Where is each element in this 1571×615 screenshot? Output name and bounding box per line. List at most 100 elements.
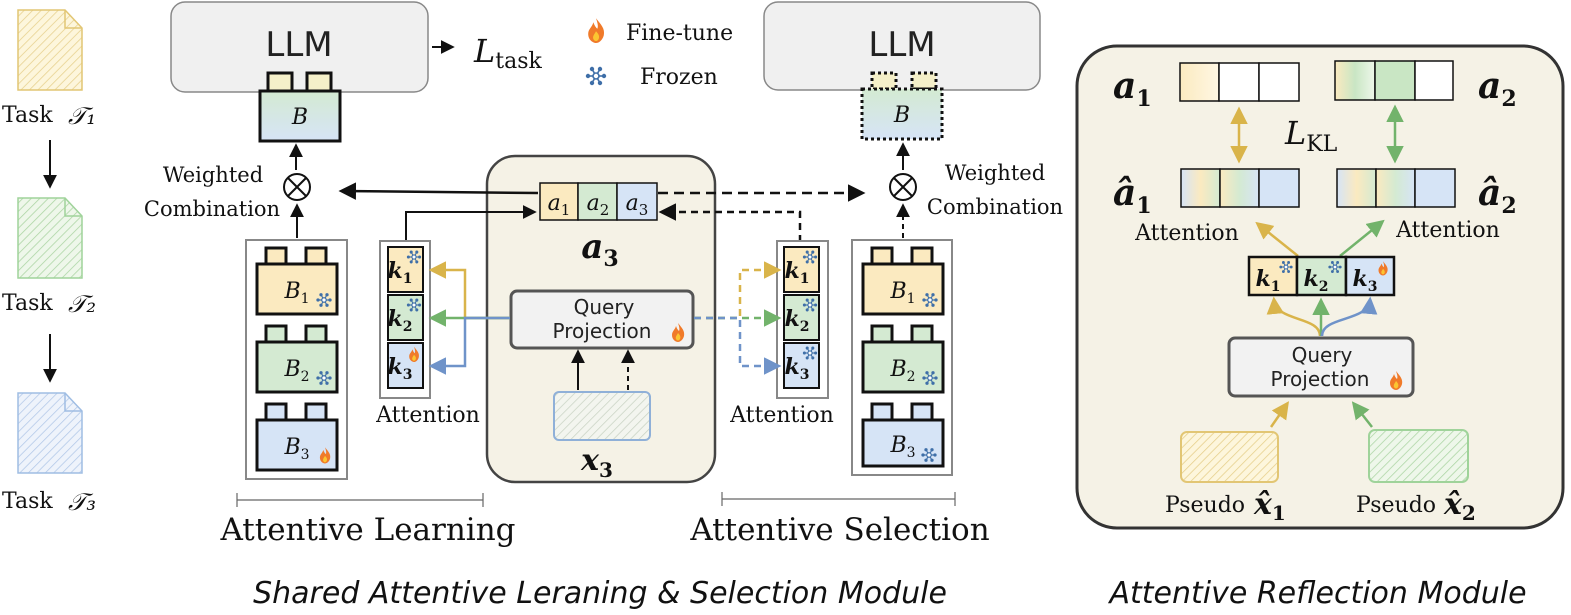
attention-label-reflect-1: Attention bbox=[1134, 221, 1239, 246]
task-doc-icon bbox=[17, 197, 83, 279]
a-cell-label: a2 bbox=[587, 191, 610, 219]
qp-to-k3-arrow bbox=[1320, 296, 1378, 337]
active-adapter-left: B bbox=[258, 71, 342, 143]
task-sequence: Task 𝒯₁ Task 𝒯₂ Task 𝒯₃ bbox=[2, 9, 96, 516]
a-to-combine-left bbox=[338, 182, 539, 200]
key-label: k1 bbox=[785, 258, 810, 287]
legend-frozen: Frozen bbox=[640, 65, 718, 90]
combination-label-left: Combination bbox=[144, 197, 280, 221]
key-cell bbox=[387, 246, 424, 293]
pseudo-label-1: Pseudo bbox=[1165, 493, 1245, 518]
ahat2-label: â2 bbox=[1478, 172, 1517, 219]
attentive-learning-label: Attentive Learning bbox=[219, 512, 515, 548]
pseudo-input-1 bbox=[1180, 431, 1279, 483]
key-cell bbox=[387, 294, 424, 341]
a2-vector bbox=[1334, 60, 1454, 101]
qp-line1: Query bbox=[1292, 343, 1353, 367]
adapter-label: B1 bbox=[283, 279, 309, 307]
qp-line2: Projection bbox=[1271, 367, 1370, 391]
key-label: k1 bbox=[1256, 266, 1281, 295]
key-cell bbox=[783, 294, 820, 341]
pseudo-symbol-1: x̂1 bbox=[1253, 487, 1286, 525]
adapter-label: B1 bbox=[889, 279, 915, 307]
query-to-k1-right bbox=[694, 261, 782, 320]
adapter-bank-right-items: B1 B2 B3 bbox=[861, 246, 945, 468]
selection-bracket bbox=[721, 492, 956, 506]
attention-to-a-right bbox=[658, 203, 802, 242]
adapter-b1 bbox=[861, 262, 945, 316]
adapter-b1 bbox=[255, 262, 339, 316]
a1-vector bbox=[1179, 62, 1300, 102]
key-label: k2 bbox=[785, 306, 810, 335]
ahat1-vector bbox=[1180, 168, 1300, 208]
query-to-k3-right bbox=[694, 316, 782, 375]
adapter-label: B bbox=[893, 103, 910, 128]
attention-vector: a1 a2 a3 bbox=[539, 182, 658, 221]
a-cell bbox=[616, 182, 658, 221]
llm-label-right: LLM bbox=[868, 25, 935, 65]
legend-finetune: Fine-tune bbox=[626, 21, 733, 46]
adapter-label: B3 bbox=[283, 435, 309, 463]
a-cell bbox=[539, 182, 579, 221]
a-cell-label: a1 bbox=[548, 191, 571, 219]
learning-bracket bbox=[236, 493, 484, 507]
qp-line1: Query bbox=[574, 295, 635, 319]
task-doc-icon bbox=[17, 9, 83, 91]
pseudo-label-2: Pseudo bbox=[1356, 493, 1436, 518]
key-label: k1 bbox=[388, 258, 413, 287]
qp-line2: Projection bbox=[553, 319, 652, 343]
key-label: k3 bbox=[1353, 266, 1378, 295]
task-symbol: 𝒯₁ bbox=[68, 102, 96, 130]
pseudo1-arrow bbox=[1269, 401, 1289, 428]
adapter-b3 bbox=[861, 418, 945, 468]
task-symbol: 𝒯₂ bbox=[68, 290, 96, 318]
key-label: k2 bbox=[388, 306, 413, 335]
otimes-left bbox=[283, 173, 311, 201]
input-x3 bbox=[553, 391, 651, 441]
a-cell-label: a3 bbox=[626, 191, 649, 219]
query-projection-center bbox=[509, 289, 695, 350]
shared-module-title: Shared Attentive Leraning & Selection Mo… bbox=[253, 576, 947, 611]
adapter-b2 bbox=[255, 340, 339, 394]
key-cell bbox=[783, 342, 820, 389]
query-projection-reflect bbox=[1227, 336, 1415, 398]
combination-label-right: Combination bbox=[927, 195, 1063, 219]
task-symbol: 𝒯₃ bbox=[68, 488, 96, 516]
adapter-label: B2 bbox=[283, 357, 309, 385]
frozen-icon bbox=[585, 66, 607, 86]
otimes-right bbox=[889, 173, 917, 201]
a3-label: a3 bbox=[581, 227, 618, 272]
a-cell bbox=[577, 182, 618, 221]
key-label: k3 bbox=[785, 354, 810, 383]
a2-label: a2 bbox=[1478, 65, 1517, 112]
attention-to-a-left bbox=[405, 205, 537, 242]
attention-label-left: Attention bbox=[375, 403, 480, 428]
task-loss: Ltask bbox=[473, 32, 542, 74]
legend: Fine-tune Frozen bbox=[585, 18, 733, 90]
kl-loss: LKL bbox=[1284, 114, 1338, 157]
pseudo-input-2 bbox=[1368, 429, 1469, 483]
x3-label: x3 bbox=[580, 443, 613, 482]
task-label: Task bbox=[2, 489, 53, 514]
adapter-label: B3 bbox=[889, 433, 915, 461]
ahat1-label: â1 bbox=[1113, 172, 1152, 219]
task-doc-icon bbox=[17, 392, 83, 474]
ahat2-vector bbox=[1336, 168, 1456, 208]
selected-adapter-right: B bbox=[860, 71, 944, 141]
task-label: Task bbox=[2, 103, 53, 128]
key-label: k2 bbox=[1304, 266, 1329, 295]
keys-to-ahat1-arrow bbox=[1255, 221, 1299, 257]
key-cell bbox=[783, 246, 820, 293]
query-to-k3-left bbox=[428, 316, 510, 375]
a1-label: a1 bbox=[1113, 65, 1152, 112]
key-label: k3 bbox=[388, 354, 413, 383]
adapter-bank-left-items: B1 B2 B3 bbox=[255, 246, 339, 472]
task-label: Task bbox=[2, 291, 53, 316]
attention-label-right: Attention bbox=[729, 403, 834, 428]
weighted-label-left: Weighted bbox=[163, 163, 263, 187]
key-cell bbox=[387, 342, 424, 389]
keys-to-ahat2-arrow bbox=[1339, 219, 1385, 257]
finetune-icon bbox=[588, 18, 605, 43]
reflection-module-title: Attentive Reflection Module bbox=[1107, 576, 1526, 611]
